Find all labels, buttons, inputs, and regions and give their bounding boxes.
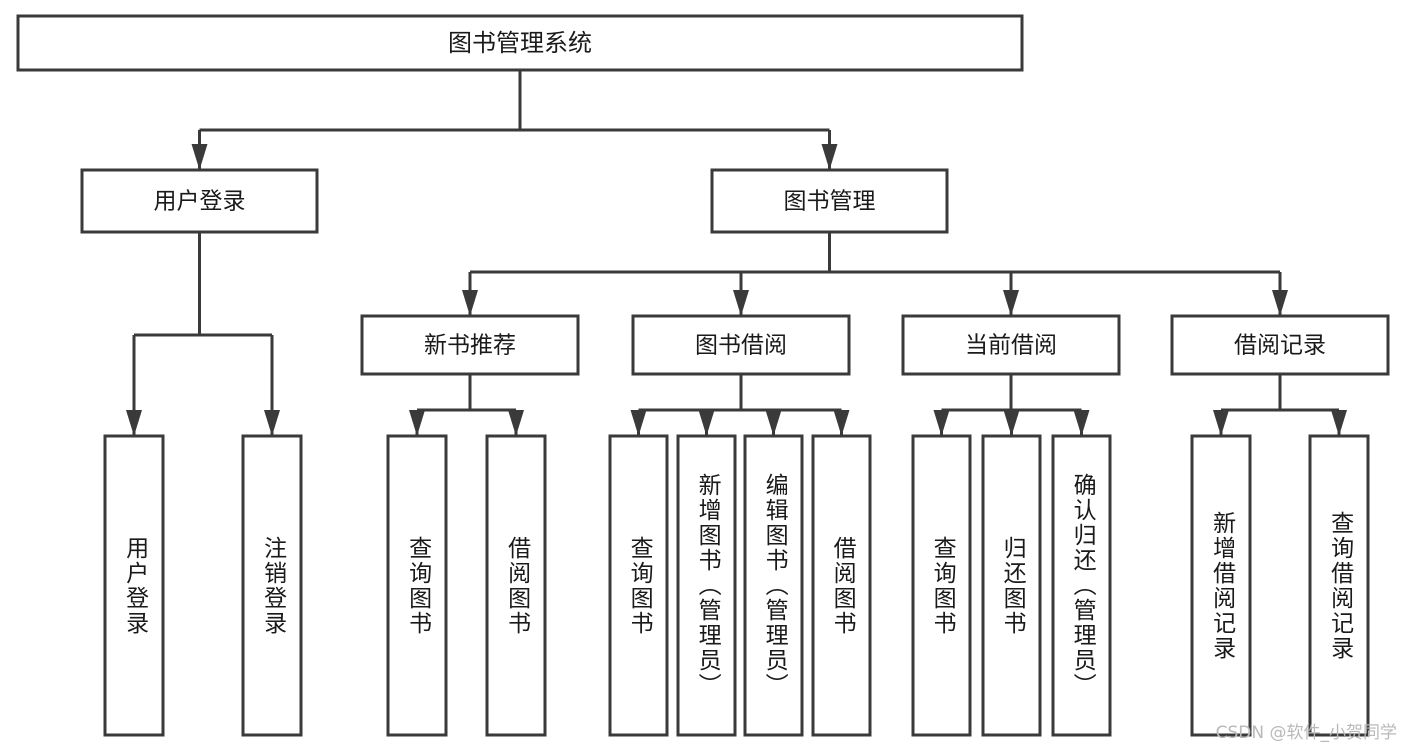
leaf-box-1-2-2[interactable] xyxy=(1051,434,1112,737)
level3-label-1-2: 当前借阅 xyxy=(965,333,1057,359)
level3-box-1-2[interactable] xyxy=(901,314,1121,376)
leaf-box-1-0-1[interactable] xyxy=(485,434,547,737)
arrow-head-icon xyxy=(933,410,950,436)
level3-label-1-1: 图书借阅 xyxy=(695,333,787,359)
arrow-head-icon xyxy=(462,290,478,316)
level2-box-1[interactable] xyxy=(710,168,949,234)
arrow-head-icon xyxy=(821,144,838,170)
level3-label-1-3: 借阅记录 xyxy=(1234,333,1326,359)
arrow-head-icon xyxy=(1003,290,1019,316)
leaf-box-1-2-0[interactable] xyxy=(911,434,972,737)
arrow-head-icon xyxy=(1073,410,1090,436)
arrow-head-icon xyxy=(1213,410,1229,436)
root-box-node-E59BBEE4B9A6E7AEA1E79086[interactable] xyxy=(16,14,1024,72)
root-label: 图书管理系统 xyxy=(448,29,592,57)
leaf-box-1-2-1[interactable] xyxy=(981,434,1042,737)
arrow-head-icon xyxy=(508,410,524,436)
leaf-box-1-3-0[interactable] xyxy=(1190,434,1252,737)
arrow-head-icon xyxy=(409,410,425,436)
arrow-head-icon xyxy=(733,290,749,316)
level3-box-1-0[interactable] xyxy=(360,314,580,376)
level3-label-1-0: 新书推荐 xyxy=(424,333,516,359)
leaf-box-1-3-1[interactable] xyxy=(1308,434,1370,737)
level2-label-1: 图书管理 xyxy=(784,189,876,215)
arrow-head-icon xyxy=(1331,410,1347,436)
leaf-box-1-0-0[interactable] xyxy=(386,434,448,737)
level3-box-1-3[interactable] xyxy=(1170,314,1390,376)
arrow-head-icon xyxy=(126,410,142,436)
arrow-head-icon xyxy=(191,144,208,170)
arrow-head-icon xyxy=(698,410,715,436)
level2-label-0: 用户登录 xyxy=(154,189,246,215)
arrow-head-icon xyxy=(765,410,782,436)
leaf-box-1-1-0[interactable] xyxy=(608,434,669,737)
level3-box-1-1[interactable] xyxy=(631,314,851,376)
arrow-head-icon xyxy=(264,410,280,436)
arrow-head-icon xyxy=(1003,410,1020,436)
leaf-box-1-1-1[interactable] xyxy=(676,434,737,737)
level3-box-0-0[interactable] xyxy=(103,434,165,737)
leaf-box-1-1-2[interactable] xyxy=(743,434,804,737)
leaf-box-1-1-3[interactable] xyxy=(811,434,872,737)
arrow-head-icon xyxy=(833,410,850,436)
level3-box-0-1[interactable] xyxy=(241,434,303,737)
arrow-head-icon xyxy=(1272,290,1288,316)
arrow-head-icon xyxy=(630,410,647,436)
watermark: CSDN @软件_小贺同学 xyxy=(1215,723,1397,743)
